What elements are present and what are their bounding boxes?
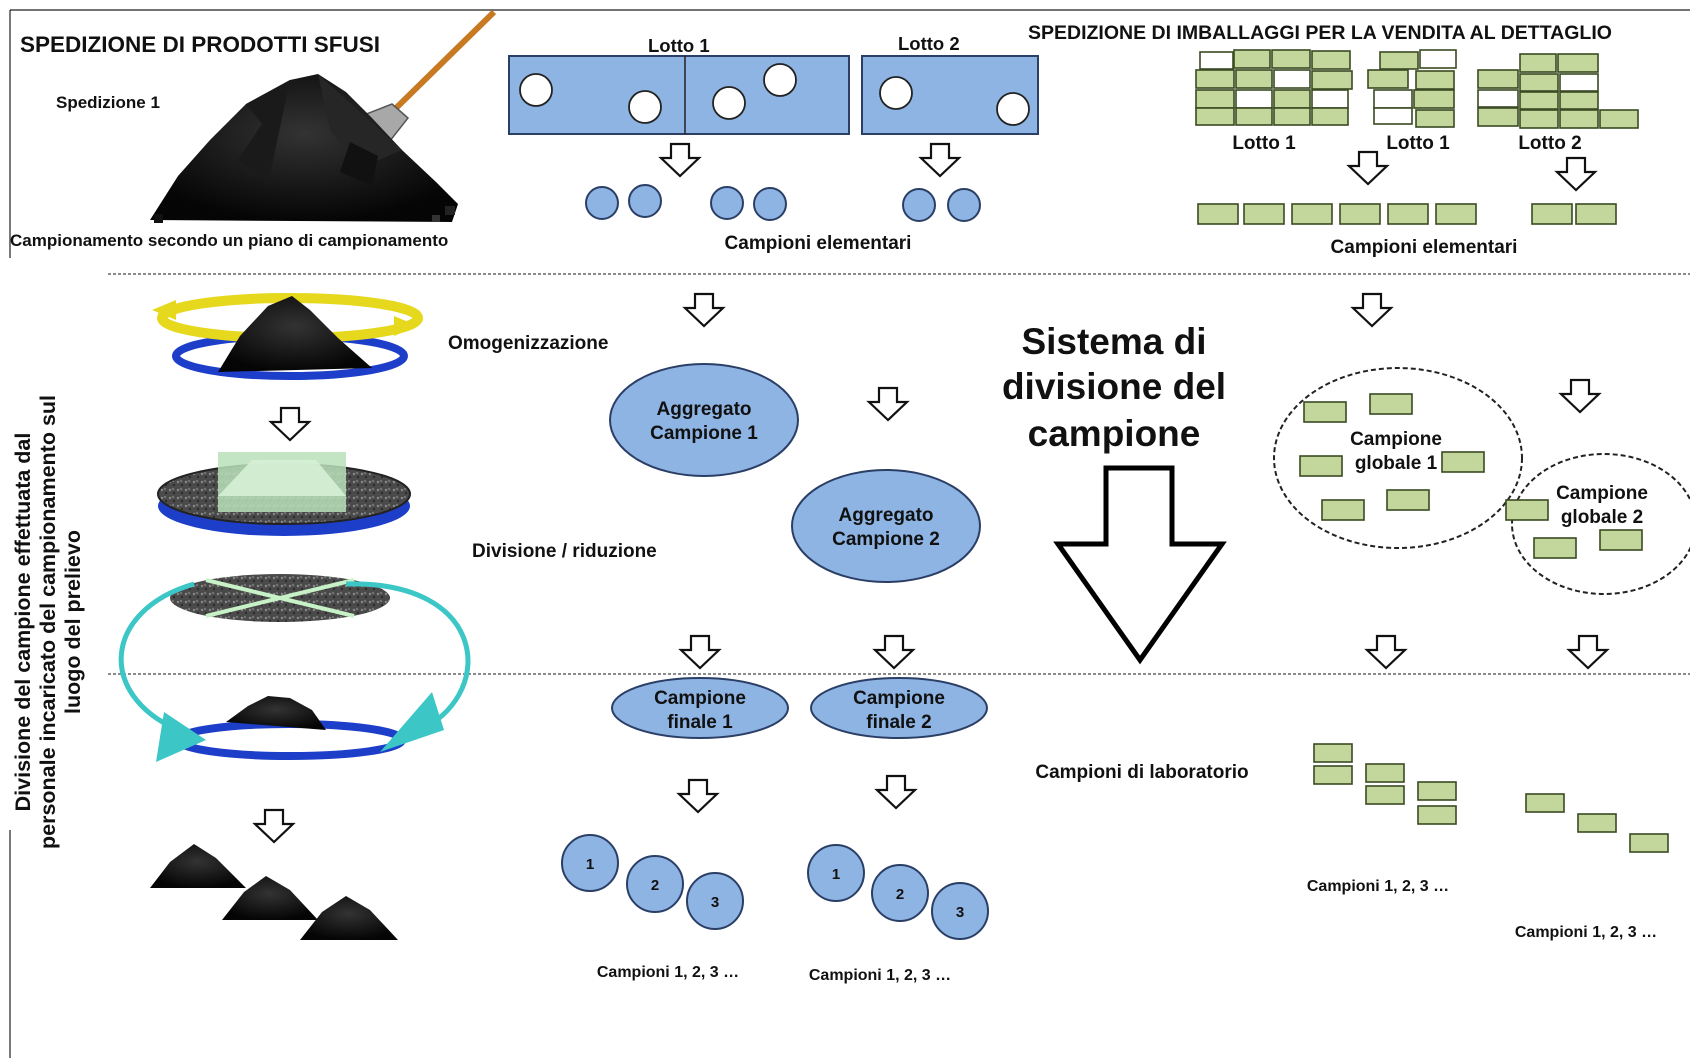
system-line3: campione (1028, 413, 1201, 454)
down-arrow-lab2 (1567, 634, 1609, 670)
down-arrow-agg1 (683, 292, 725, 328)
retail-lot-b: Lotto 1 (1386, 133, 1450, 154)
down-arrow-sub1 (677, 778, 719, 814)
global2-line1: Campione (1556, 483, 1648, 504)
shipment-label: Spedizione 1 (56, 93, 160, 112)
aggregate-sample-2: Aggregato Campione 2 (791, 469, 981, 583)
retail-lot-a: Lotto 1 (1232, 133, 1296, 154)
global-sample-1: Campione globale 1 (1273, 367, 1523, 549)
lab-samples-green-1 (1313, 743, 1457, 825)
shovel-handle (389, 9, 497, 115)
agg1-line2: Campione 1 (650, 423, 758, 444)
retail-lab-label-b: Campioni 1, 2, 3 … (1515, 924, 1657, 941)
side-label-line1: Divisione del campione effettuata dal (11, 433, 35, 812)
bulk-title: SPEDIZIONE DI PRODOTTI SFUSI (20, 32, 380, 57)
retail-elementary-label: Campioni elementari (1331, 237, 1518, 258)
aggregate-sample-1: Aggregato Campione 1 (609, 363, 799, 477)
retail-title: SPEDIZIONE DI IMBALLAGGI PER LA VENDITA … (1028, 22, 1612, 44)
agg1-line1: Aggregato (657, 399, 752, 420)
elementary-samples-blue (585, 184, 981, 222)
homogenization-icon (152, 293, 423, 380)
final1-line1: Campione (654, 688, 746, 709)
samples-label-b: Campioni 1, 2, 3 … (809, 967, 951, 984)
elementary-samples-green (1197, 203, 1617, 225)
down-arrow-global1 (1351, 292, 1393, 328)
down-arrow-bulk-2 (253, 808, 295, 844)
lab-samples-green-2 (1525, 793, 1669, 853)
global2-line2: globale 2 (1561, 507, 1643, 528)
final1-line2: finale 1 (667, 712, 733, 733)
lot1-box (508, 55, 850, 135)
lot2-box (861, 55, 1039, 135)
sub-samples-group-1: 1 2 3 (561, 834, 744, 930)
quartering-icon (118, 574, 471, 762)
global-sample-2: Campione globale 2 (1505, 453, 1690, 595)
down-arrow-agg2 (867, 386, 909, 422)
down-arrow-global2 (1559, 378, 1601, 414)
down-arrow-final1 (679, 634, 721, 670)
division-label: Divisione / riduzione (472, 541, 657, 562)
division-plate-icon (157, 452, 411, 536)
down-arrow-retail-lot1 (1347, 150, 1389, 186)
final-piles-icon (150, 844, 398, 940)
system-down-arrow-icon (1053, 465, 1227, 665)
sub2-num3: 3 (956, 904, 964, 921)
retail-lot-c: Lotto 2 (1518, 133, 1581, 154)
down-arrow-lot2 (919, 142, 961, 178)
down-arrow-bulk-1 (269, 406, 311, 442)
system-line2: divisione del (1002, 366, 1226, 407)
lot1-label: Lotto 1 (648, 35, 710, 56)
agg2-line2: Campione 2 (832, 529, 940, 550)
global1-line1: Campione (1350, 429, 1442, 450)
sub2-num2: 2 (896, 886, 904, 903)
retail-lab-label-a: Campioni 1, 2, 3 … (1307, 878, 1449, 895)
down-arrow-retail-lot2 (1555, 156, 1597, 192)
agg2-line1: Aggregato (839, 505, 934, 526)
global1-line2: globale 1 (1355, 453, 1438, 474)
sub-samples-group-2: 1 2 3 (807, 844, 989, 940)
sub2-num1: 1 (832, 866, 840, 883)
lot2-label: Lotto 2 (898, 33, 960, 54)
final-sample-2: Campione finale 2 (810, 677, 988, 739)
down-arrow-sub2 (875, 774, 917, 810)
sub1-num3: 3 (711, 894, 719, 911)
bulk-pile-icon (150, 74, 458, 223)
retail-packages-icon (1195, 49, 1639, 129)
down-arrow-lot1 (659, 142, 701, 178)
system-line1: Sistema di (1021, 321, 1206, 362)
side-label-line3: luogo del prelievo (61, 530, 85, 714)
final-sample-1: Campione finale 1 (611, 677, 789, 739)
down-arrow-lab1 (1365, 634, 1407, 670)
sub1-num1: 1 (586, 856, 594, 873)
down-arrow-final2 (873, 634, 915, 670)
side-label-line2: personale incaricato del campionamento s… (36, 395, 60, 849)
side-label: Divisione del campione effettuata dal pe… (11, 395, 85, 849)
lab-samples-label: Campioni di laboratorio (1035, 762, 1248, 783)
homogenization-label: Omogenizzazione (448, 333, 608, 354)
sampling-plan-label: Campionamento secondo un piano di campio… (10, 231, 448, 250)
sub1-num2: 2 (651, 877, 659, 894)
elementary-samples-label: Campioni elementari (725, 233, 912, 254)
final2-line1: Campione (853, 688, 945, 709)
samples-label-a: Campioni 1, 2, 3 … (597, 964, 739, 981)
final2-line2: finale 2 (866, 712, 931, 733)
